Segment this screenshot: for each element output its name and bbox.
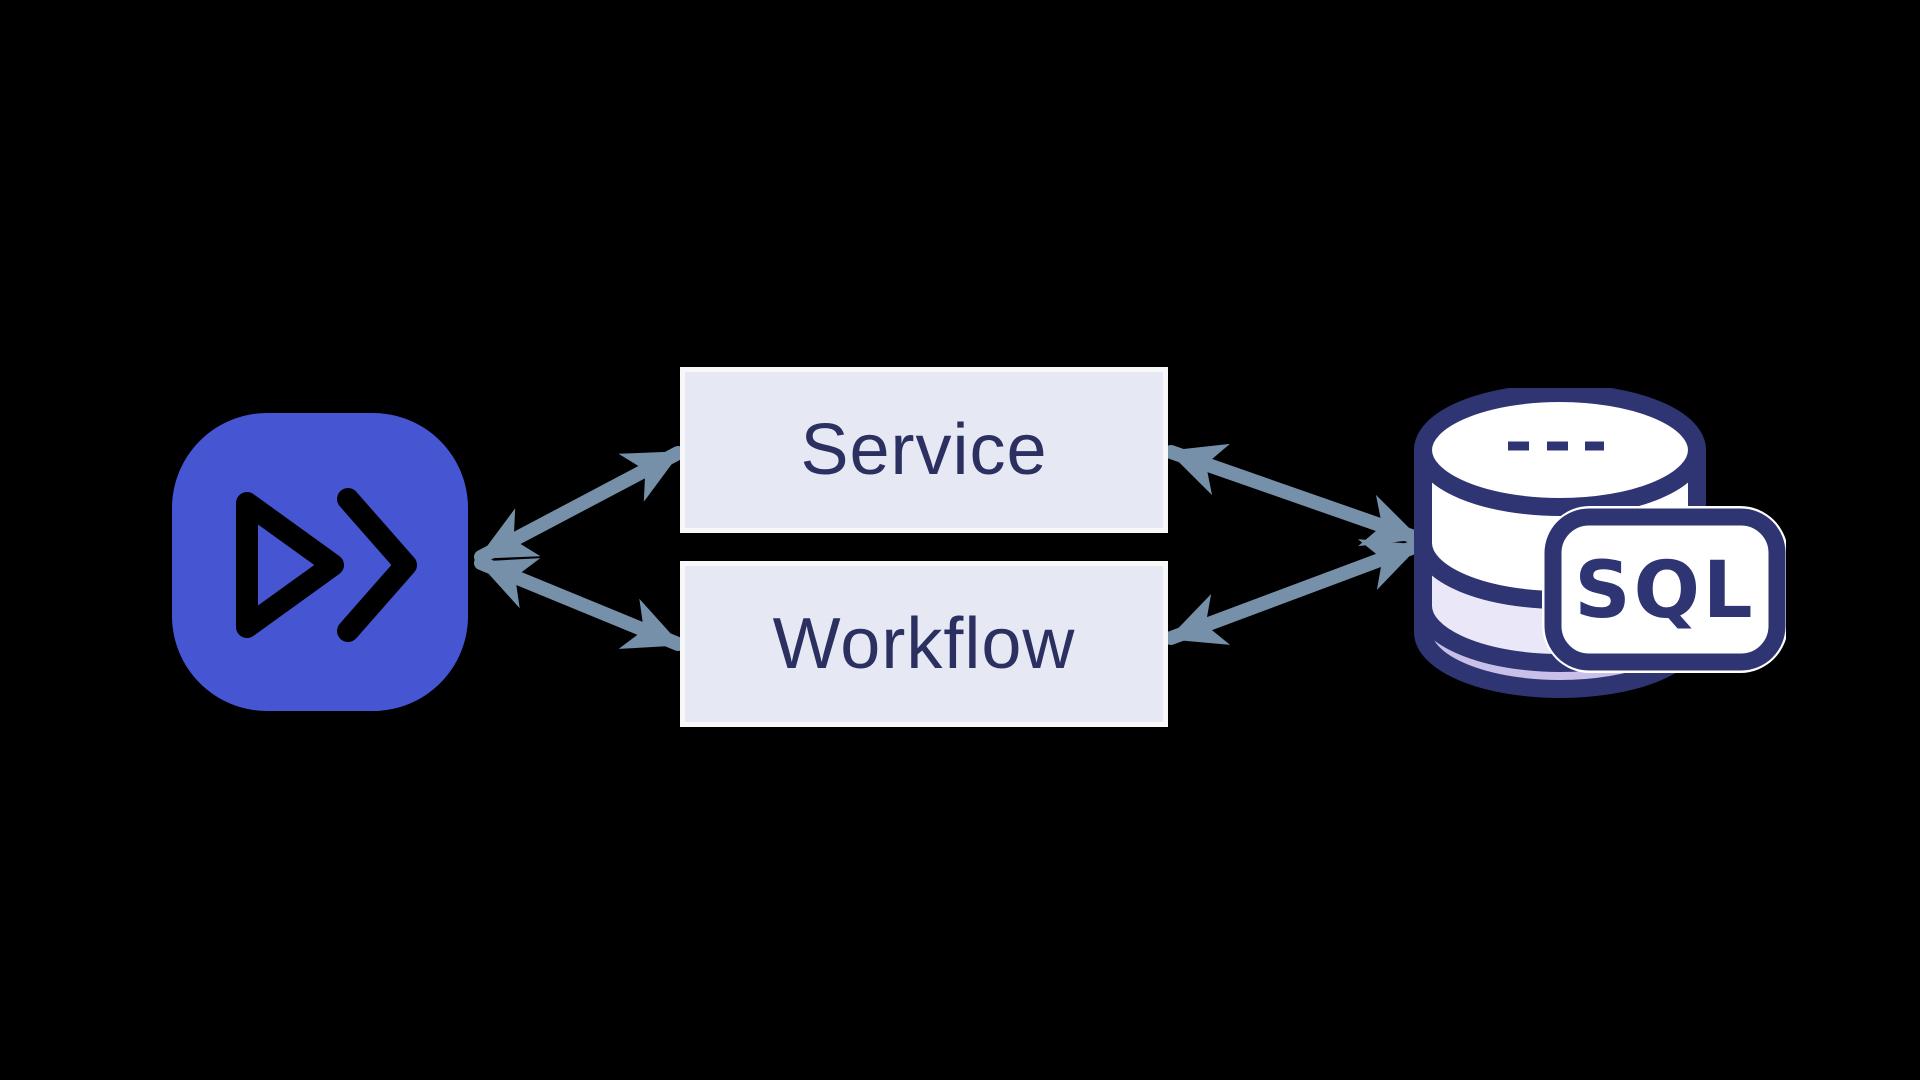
- arrow-app-workflow: [474, 556, 685, 651]
- arrow-service-database: [1164, 443, 1424, 547]
- service-node-label: Service: [800, 410, 1048, 490]
- chevron-right-stroke: [337, 488, 417, 642]
- sql-database-icon: SQL: [1414, 388, 1786, 698]
- arrow-app-service: [474, 446, 685, 564]
- workflow-node-label: Workflow: [772, 604, 1076, 684]
- arrow-workflow-database: [1164, 539, 1424, 645]
- play-triangle-outline: [236, 492, 344, 638]
- workflow-node: Workflow: [680, 561, 1168, 727]
- sql-badge: SQL: [1542, 506, 1786, 673]
- sql-badge-label: SQL: [1574, 546, 1755, 636]
- service-node: Service: [680, 367, 1168, 533]
- fast-forward-glyph: [236, 488, 417, 642]
- fast-forward-icon: [172, 413, 468, 711]
- sql-badge-frame: [1544, 508, 1786, 671]
